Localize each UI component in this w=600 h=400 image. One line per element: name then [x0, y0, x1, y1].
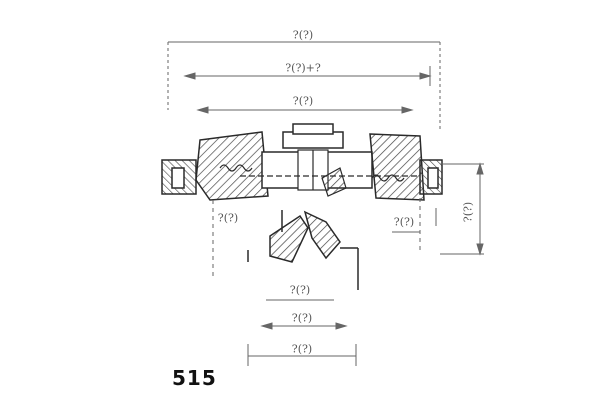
- centre-disc: [321, 167, 347, 197]
- dimension-label-top-middle: ?(?)+?: [285, 61, 321, 75]
- right-body-section: [369, 133, 425, 201]
- valve-body-vertical: [247, 210, 359, 290]
- arrowhead-inner-left: [196, 106, 209, 114]
- side-dimension-lines: [212, 162, 484, 280]
- branch-hatch-right: [303, 210, 341, 260]
- top-bonnet-inner: [292, 123, 334, 135]
- left-end-hole: [171, 167, 185, 189]
- arrowhead-right-bottom: [476, 243, 484, 256]
- thread-left: [219, 164, 253, 172]
- arrowhead-bottom-mid-right: [335, 322, 348, 330]
- dimension-label-left: ?(?): [217, 211, 239, 225]
- left-body-section: [195, 131, 269, 201]
- dimension-label-top-overall: ?(?): [292, 28, 314, 42]
- page-number: 515: [172, 366, 217, 390]
- arrowhead-right-top: [476, 162, 484, 175]
- arrowhead-right: [419, 72, 432, 80]
- dimension-label-bottom-lower: ?(?): [291, 342, 313, 356]
- bottom-dimension-lines: [247, 299, 357, 366]
- right-end-hole: [427, 167, 439, 189]
- dimension-label-top-inner: ?(?): [292, 94, 314, 108]
- top-dimension-lines: [167, 41, 441, 130]
- dimension-label-vertical-right: ?(?): [461, 201, 475, 223]
- dimension-label-bottom-middle: ?(?): [291, 311, 313, 325]
- arrowhead-inner-right: [401, 106, 414, 114]
- arrowhead-bottom-mid-left: [260, 322, 273, 330]
- dimension-label-bottom-upper: ?(?): [289, 283, 311, 297]
- arrowhead-left: [183, 72, 196, 80]
- dimension-label-right: ?(?): [393, 215, 415, 229]
- internal-details: [219, 149, 420, 197]
- branch-hatch-left: [269, 214, 309, 263]
